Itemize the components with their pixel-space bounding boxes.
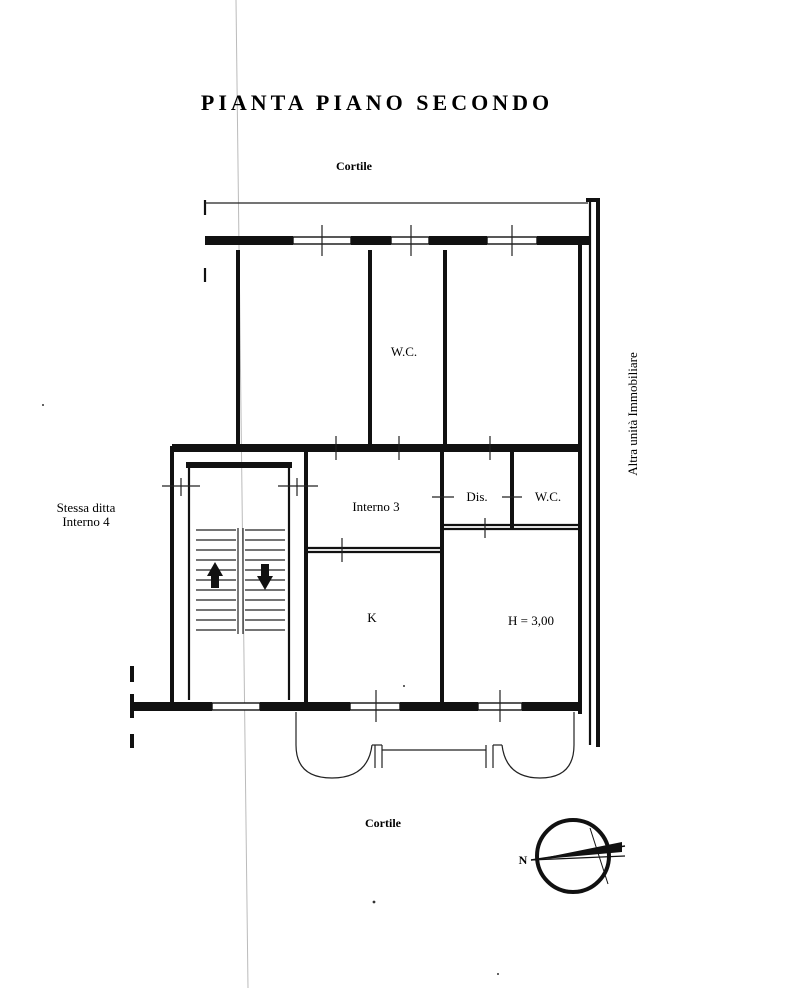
plan-title: PIANTA PIANO SECONDO (201, 90, 553, 115)
arrow-up-icon (207, 562, 223, 588)
property-boundary (203, 198, 600, 747)
scan-speck (372, 900, 376, 904)
wc-upper-label: W.C. (391, 344, 417, 359)
upper-room-partitions (236, 243, 582, 714)
scan-artifact-line (235, 0, 249, 988)
left-side-label-line1: Stessa ditta (57, 500, 116, 515)
right-side-label: Altra unità Immobiliare (625, 352, 640, 476)
scan-speck (403, 685, 405, 687)
scan-speck (42, 404, 44, 406)
balcony (295, 712, 575, 779)
kitchen-label: K (367, 610, 377, 625)
stair-treads (196, 529, 285, 631)
top-exterior-wall (203, 225, 589, 282)
middle-wall (172, 436, 582, 460)
arrow-down-icon (257, 564, 273, 590)
stairwell (162, 446, 318, 710)
central-partitions (306, 446, 580, 702)
scan-speck (497, 973, 499, 975)
wc-lower-label: W.C. (535, 489, 561, 504)
height-label: H = 3,00 (508, 613, 554, 628)
bottom-exterior-wall (130, 666, 582, 748)
left-side-label-line2: Interno 4 (62, 514, 110, 529)
courtyard-bottom-label: Cortile (365, 816, 402, 830)
unit-label: Interno 3 (352, 499, 399, 514)
courtyard-top-label: Cortile (336, 159, 373, 173)
compass-north-label: N (519, 853, 528, 867)
compass-north-icon (530, 818, 626, 894)
disimpegno-label: Dis. (466, 489, 487, 504)
